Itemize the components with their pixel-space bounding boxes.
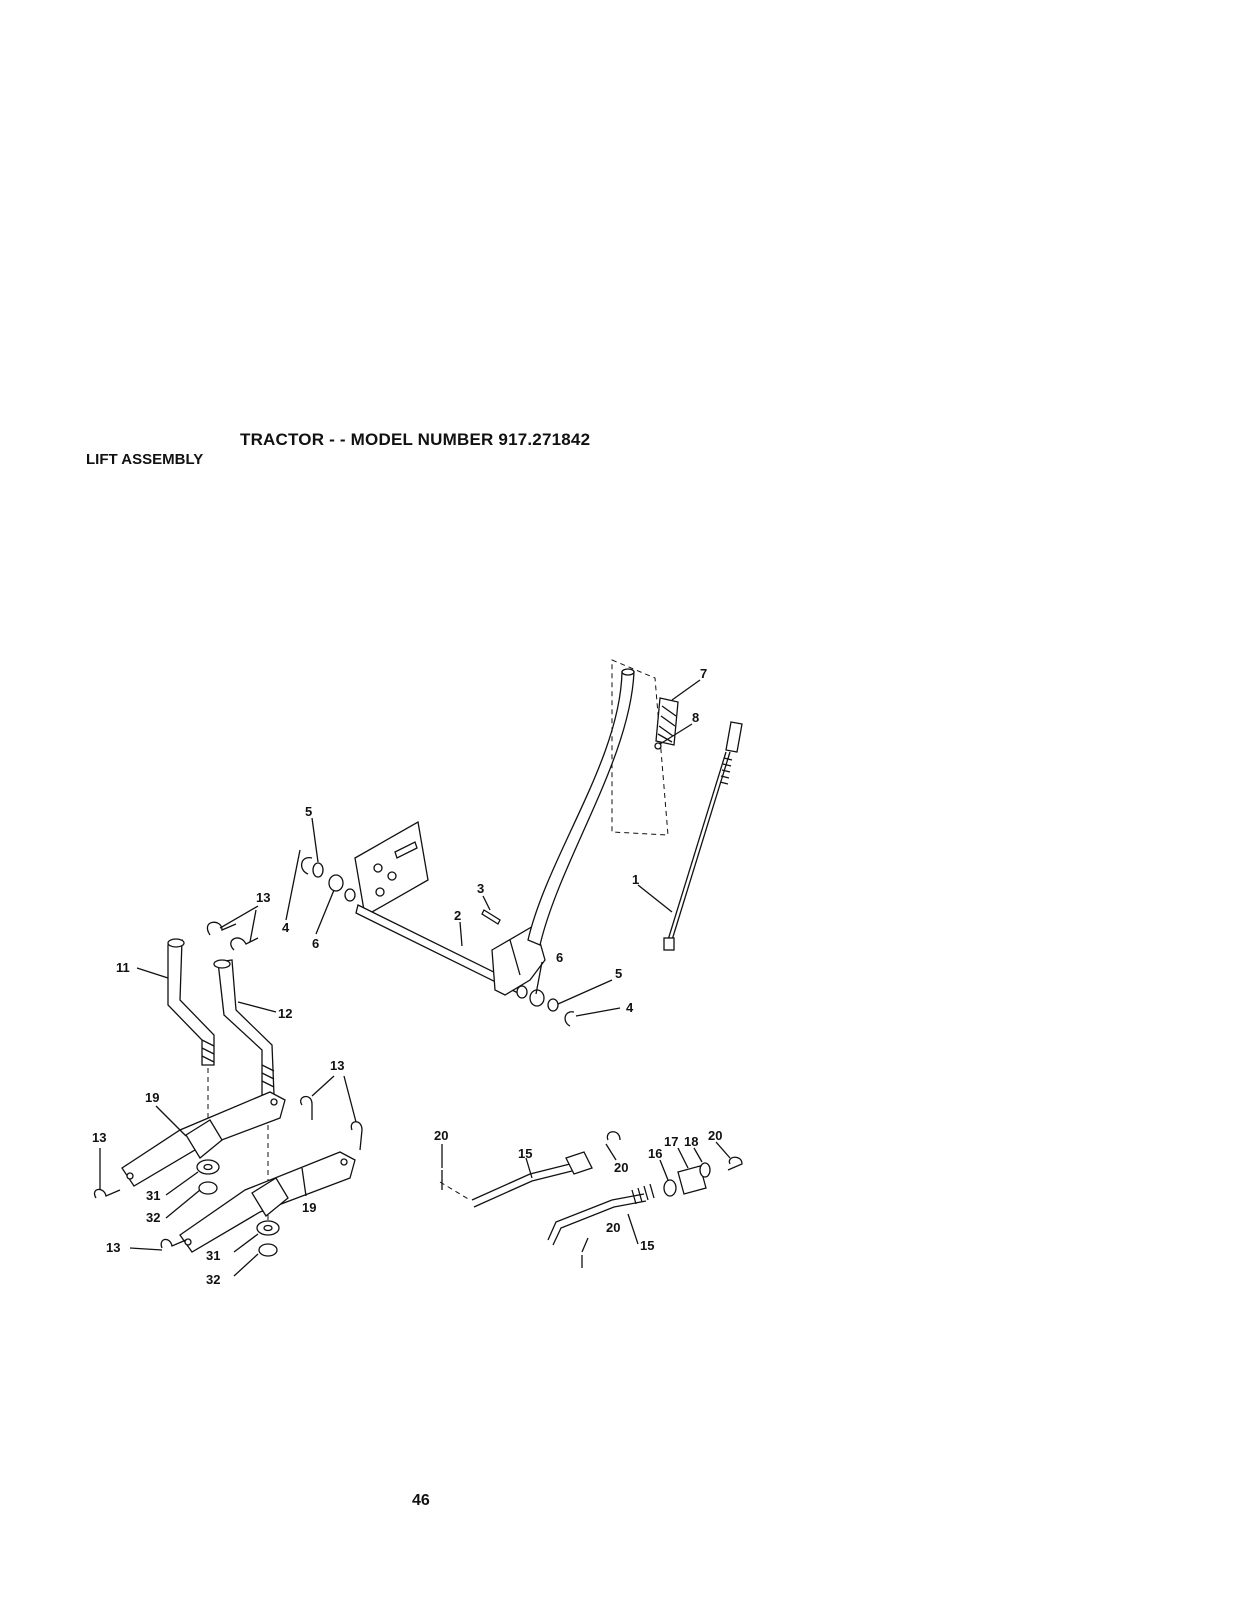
callout-label: 5 [305, 804, 312, 819]
callout-label: 32 [206, 1272, 220, 1287]
grip-screw [654, 742, 662, 750]
leader-lines [99, 679, 731, 1277]
callout-label: 11 [116, 960, 130, 975]
callout-label: 13 [106, 1240, 120, 1255]
page-title: TRACTOR - - MODEL NUMBER 917.271842 [240, 430, 591, 449]
right-shaft-hardware [516, 985, 575, 1027]
section-title: LIFT ASSEMBLY [86, 451, 204, 468]
lift-links [167, 938, 275, 1225]
lift-shaft-part [354, 820, 546, 996]
callout-label: 5 [615, 966, 622, 981]
clevis-pins [93, 921, 363, 1249]
callout-label: 13 [256, 890, 270, 905]
callout-label: 15 [518, 1146, 532, 1161]
callout-label: 31 [146, 1188, 160, 1203]
callout-label: 6 [556, 950, 563, 965]
rod-knob [725, 721, 743, 753]
callout-label: 13 [330, 1058, 344, 1073]
callout-label: 19 [302, 1200, 316, 1215]
lift-handle-part [527, 659, 669, 946]
lift-arms [121, 1091, 356, 1253]
handle-grip [655, 697, 679, 746]
spring-rod-part [663, 721, 743, 951]
lift-handle [527, 671, 635, 946]
callout-label: 16 [648, 1146, 662, 1161]
callout-label: 13 [92, 1130, 106, 1145]
callout-label: 20 [614, 1160, 628, 1175]
callout-labels: 1 2 3 4 4 5 5 6 6 7 8 11 12 13 13 13 13 … [92, 666, 722, 1287]
callout-label: 3 [477, 881, 484, 896]
callout-label: 6 [312, 936, 319, 951]
callout-label: 4 [282, 920, 290, 935]
upper-left-hardware [301, 857, 356, 902]
callout-label: 7 [700, 666, 707, 681]
lift-link-11 [167, 939, 215, 1066]
callout-label: 32 [146, 1210, 160, 1225]
callout-label: 2 [454, 908, 461, 923]
callout-label: 1 [632, 872, 639, 887]
grip-part [654, 697, 679, 750]
handle-phantom-outline [611, 659, 669, 836]
callout-label: 20 [434, 1128, 448, 1143]
mounting-plate [354, 820, 429, 918]
callout-label: 19 [145, 1090, 159, 1105]
callout-label: 20 [606, 1220, 620, 1235]
callout-label: 18 [684, 1134, 698, 1149]
washers-nuts [196, 1159, 280, 1257]
callout-label: 15 [640, 1238, 654, 1253]
callout-label: 20 [708, 1128, 722, 1143]
callout-label: 4 [626, 1000, 634, 1015]
page-number: 46 [412, 1492, 430, 1509]
callout-label: 17 [664, 1134, 678, 1149]
callout-label: 31 [206, 1248, 220, 1263]
callout-label: 12 [278, 1006, 292, 1021]
deck-rods [439, 1131, 743, 1268]
callout-label: 8 [692, 710, 699, 725]
key-part [481, 909, 501, 925]
